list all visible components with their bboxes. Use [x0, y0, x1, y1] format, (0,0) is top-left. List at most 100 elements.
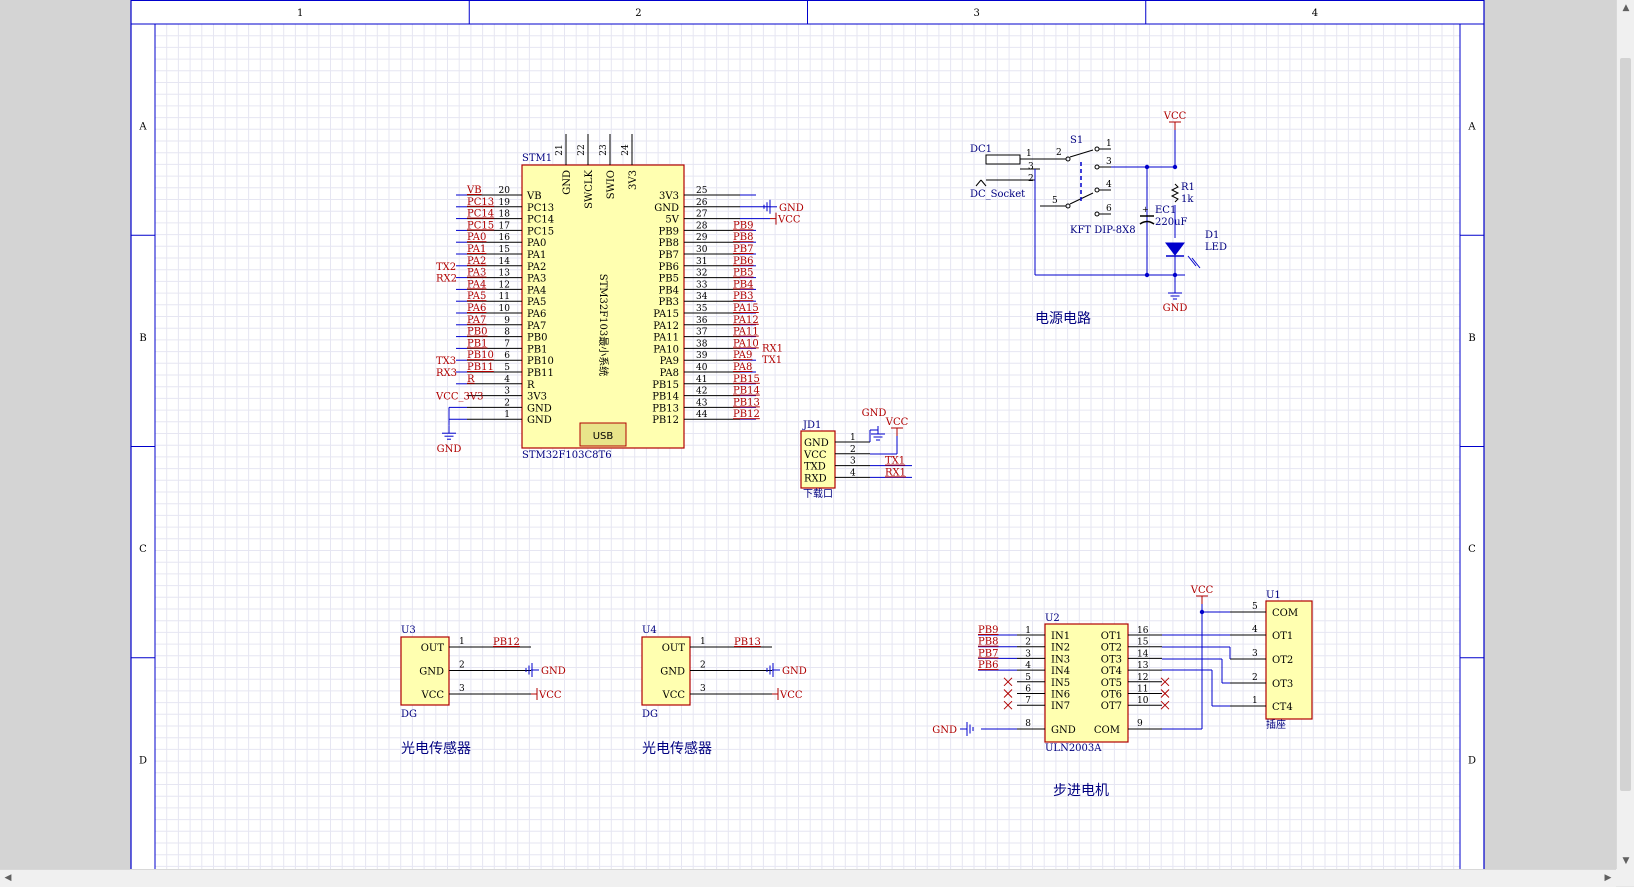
pin-number: 2 — [459, 661, 465, 671]
pin-number: 1 — [700, 637, 706, 647]
pin-name: 3V3 — [659, 191, 679, 202]
sensor-designator: U3 — [401, 625, 416, 636]
vertical-scrollbar[interactable]: ▲ ▼ — [1616, 0, 1634, 869]
pin-name: PA1 — [527, 250, 546, 261]
horizontal-scrollbar[interactable]: ◀ ▶ — [0, 869, 1616, 887]
zone-row-label: B — [1468, 333, 1475, 344]
net-label: PC13 — [467, 197, 494, 208]
pin-number: 3 — [700, 684, 706, 694]
pin-name: PB9 — [659, 226, 679, 237]
net-label: PB12 — [733, 409, 760, 420]
zone-row-label: D — [139, 755, 147, 766]
driver-body — [1044, 623, 1129, 743]
net-label: VB — [466, 185, 482, 196]
pin-number: 9 — [504, 316, 510, 326]
net-label: PB15 — [733, 374, 760, 385]
cap-designator: EC1 — [1155, 205, 1176, 216]
scroll-up-icon[interactable]: ▲ — [1622, 3, 1630, 13]
pin-name: 5V — [665, 215, 679, 226]
pin-number: 4 — [850, 468, 856, 478]
net-label: PB7 — [978, 648, 998, 659]
pin-name: OT7 — [1101, 701, 1122, 712]
res-designator: R1 — [1181, 182, 1195, 193]
ground-label: GND — [541, 666, 566, 677]
pin-number: 12 — [1137, 673, 1148, 683]
zone-column-label: 2 — [635, 8, 641, 19]
cap-value: 220uF — [1155, 217, 1188, 228]
pin-name: COM — [1094, 725, 1120, 736]
net-label: PB9 — [733, 220, 753, 231]
pin-name: PA10 — [653, 344, 679, 355]
pin-name: PB13 — [652, 403, 679, 414]
pin-number: 1 — [504, 410, 510, 420]
vcc-label: VCC — [779, 690, 803, 701]
pin-name: PA4 — [527, 285, 546, 296]
zone-column-label: 1 — [297, 8, 303, 19]
pin-number: 7 — [504, 339, 510, 349]
pin-number: 34 — [696, 292, 708, 302]
net-label: PA12 — [733, 315, 759, 326]
pin-number: 12 — [499, 280, 510, 290]
pin-name: PA8 — [660, 368, 679, 379]
pin-number: 10 — [1137, 696, 1149, 706]
net-label: RX3 — [436, 368, 457, 379]
ground-symbol-icon: GND — [763, 199, 804, 214]
motor-title: 步进电机 — [1053, 783, 1109, 799]
socket-comment: 插座 — [1266, 718, 1286, 731]
pin-number: 1 — [1026, 149, 1032, 159]
zone-row-label: D — [1468, 755, 1476, 766]
power-title: 电源电路 — [1035, 311, 1091, 327]
pin-number: 15 — [1137, 638, 1149, 648]
pin-number: 8 — [504, 328, 510, 338]
ground-label: GND — [437, 444, 462, 455]
pin-name: OT4 — [1101, 666, 1122, 677]
pin-name: PB14 — [652, 392, 679, 403]
pin-number: 3 — [1252, 649, 1258, 659]
pin-number: 1 — [1252, 696, 1258, 706]
pin-number: 1 — [459, 637, 465, 647]
net-label: PB7 — [733, 244, 753, 255]
scroll-right-icon[interactable]: ▶ — [1604, 873, 1612, 883]
pin-number: 33 — [696, 280, 708, 290]
pin-name: IN5 — [1051, 678, 1070, 689]
net-label: RX2 — [436, 274, 457, 285]
ground-symbol-icon: GND — [932, 722, 974, 736]
pin-number: 21 — [555, 144, 565, 155]
net-label: PB8 — [978, 637, 998, 648]
no-connect-icon — [1003, 700, 1013, 710]
pin-name: PB11 — [527, 368, 554, 379]
pin-name: PA2 — [527, 262, 546, 273]
pin-name: VCC — [803, 450, 827, 461]
pin-number: 28 — [696, 221, 708, 231]
pin-name: OT3 — [1101, 654, 1122, 665]
pin-number: 14 — [499, 257, 511, 267]
switch-lever — [1069, 149, 1094, 158]
no-connect-icon — [1160, 677, 1170, 687]
scroll-down-icon[interactable]: ▼ — [1622, 856, 1630, 866]
pin-name: PA5 — [527, 297, 546, 308]
pin-number: 13 — [499, 269, 511, 279]
pin-number: 2 — [1025, 638, 1031, 648]
vcc-symbol-icon: VCC — [770, 212, 801, 226]
pin-number: 3 — [459, 684, 465, 694]
scroll-left-icon[interactable]: ◀ — [4, 873, 12, 883]
usb-label: USB — [593, 431, 614, 442]
ground-label: GND — [1163, 303, 1188, 314]
net-label: TX3 — [436, 356, 456, 367]
junction-dot — [1172, 164, 1178, 170]
pin-name: PC13 — [527, 203, 554, 214]
ground-label: GND — [779, 203, 804, 214]
pin-name: GND — [527, 415, 552, 426]
vertical-scroll-thumb[interactable] — [1620, 58, 1631, 791]
pin-number: 1 — [850, 433, 856, 443]
sensor-caption: 光电传感器 — [401, 740, 471, 757]
driver-comment: ULN2003A — [1045, 743, 1102, 754]
pin-number: 35 — [696, 304, 708, 314]
mcu-body-text: STM32F103最小系统 — [597, 274, 610, 377]
resistor-icon — [1170, 183, 1180, 203]
net-label: PB6 — [978, 660, 998, 671]
pin-name: VB — [526, 191, 542, 202]
led-ray — [1191, 257, 1201, 269]
